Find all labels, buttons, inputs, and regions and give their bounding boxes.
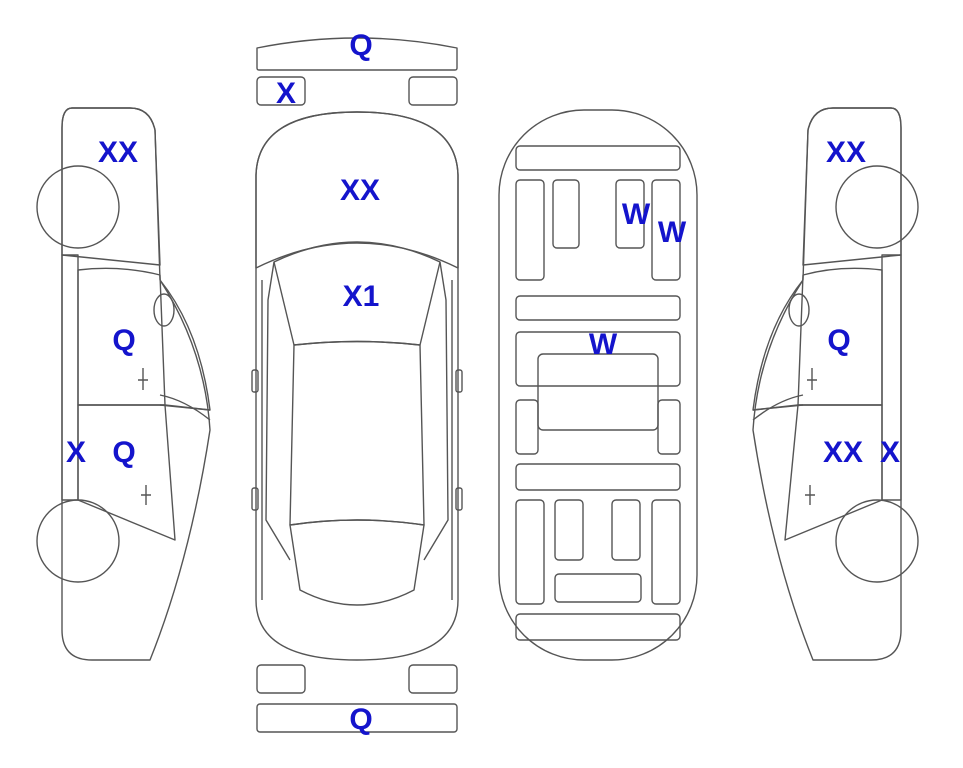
left-rear-fender-panel[interactable] <box>61 107 161 266</box>
left-rear-door-code: Q <box>112 324 135 357</box>
left-side-body-outline <box>61 107 211 661</box>
interior-rear-bench-code: W <box>589 328 618 361</box>
interior-seat-left-code: W <box>622 198 651 231</box>
rear-glass-panel[interactable] <box>289 519 425 606</box>
left-rear-fender-code: XX <box>98 136 138 169</box>
windshield-code: X1 <box>343 280 380 313</box>
right-front-wheel[interactable] <box>835 499 919 583</box>
right-rear-door-panel[interactable] <box>797 267 883 406</box>
right-rear-door-code: Q <box>827 324 850 357</box>
left-side-view <box>36 107 211 661</box>
left-front-door-panel[interactable] <box>77 404 176 541</box>
rear-bench-panel[interactable] <box>515 331 681 387</box>
right-rear-fender-code: XX <box>826 136 866 169</box>
front-bumper-panel[interactable] <box>256 37 458 71</box>
front-left-corner-panel[interactable] <box>256 76 306 106</box>
rear-bumper-panel[interactable] <box>256 703 458 733</box>
front-bumper-code: Q <box>349 29 372 62</box>
left-front-wheel[interactable] <box>36 499 120 583</box>
right-front-door-panel[interactable] <box>784 404 883 541</box>
front-left-seat-panel[interactable] <box>615 179 645 249</box>
left-rear-door-panel[interactable] <box>77 267 166 406</box>
right-rear-wheel[interactable] <box>835 165 919 249</box>
interior-outline <box>498 109 698 661</box>
interior-seat-right-code: W <box>658 216 687 249</box>
front-left-corner-code: X <box>276 77 296 110</box>
right-rear-fender-panel[interactable] <box>802 107 902 266</box>
right-side-view <box>752 107 919 661</box>
front-right-corner-panel[interactable] <box>408 76 458 106</box>
right-front-door-code: XX <box>823 436 863 469</box>
rear-bumper-code: Q <box>349 703 372 736</box>
hood-panel[interactable] <box>255 111 459 269</box>
hood-code: XX <box>340 174 380 207</box>
right-side-body-outline <box>752 107 902 661</box>
left-rocker-code: X <box>66 436 86 469</box>
left-front-door-code: Q <box>112 436 135 469</box>
top-view <box>251 37 463 733</box>
rear-left-corner-panel[interactable] <box>256 664 306 694</box>
left-rear-wheel[interactable] <box>36 165 120 249</box>
damage-labels: Q X XX X1 Q XX Q Q X XX Q XX X W W W <box>66 29 900 736</box>
interior-view <box>498 109 698 661</box>
right-rocker-code: X <box>880 436 900 469</box>
roof-panel[interactable] <box>289 340 425 526</box>
rear-right-corner-panel[interactable] <box>408 664 458 694</box>
front-right-seat-panel[interactable] <box>651 179 681 281</box>
